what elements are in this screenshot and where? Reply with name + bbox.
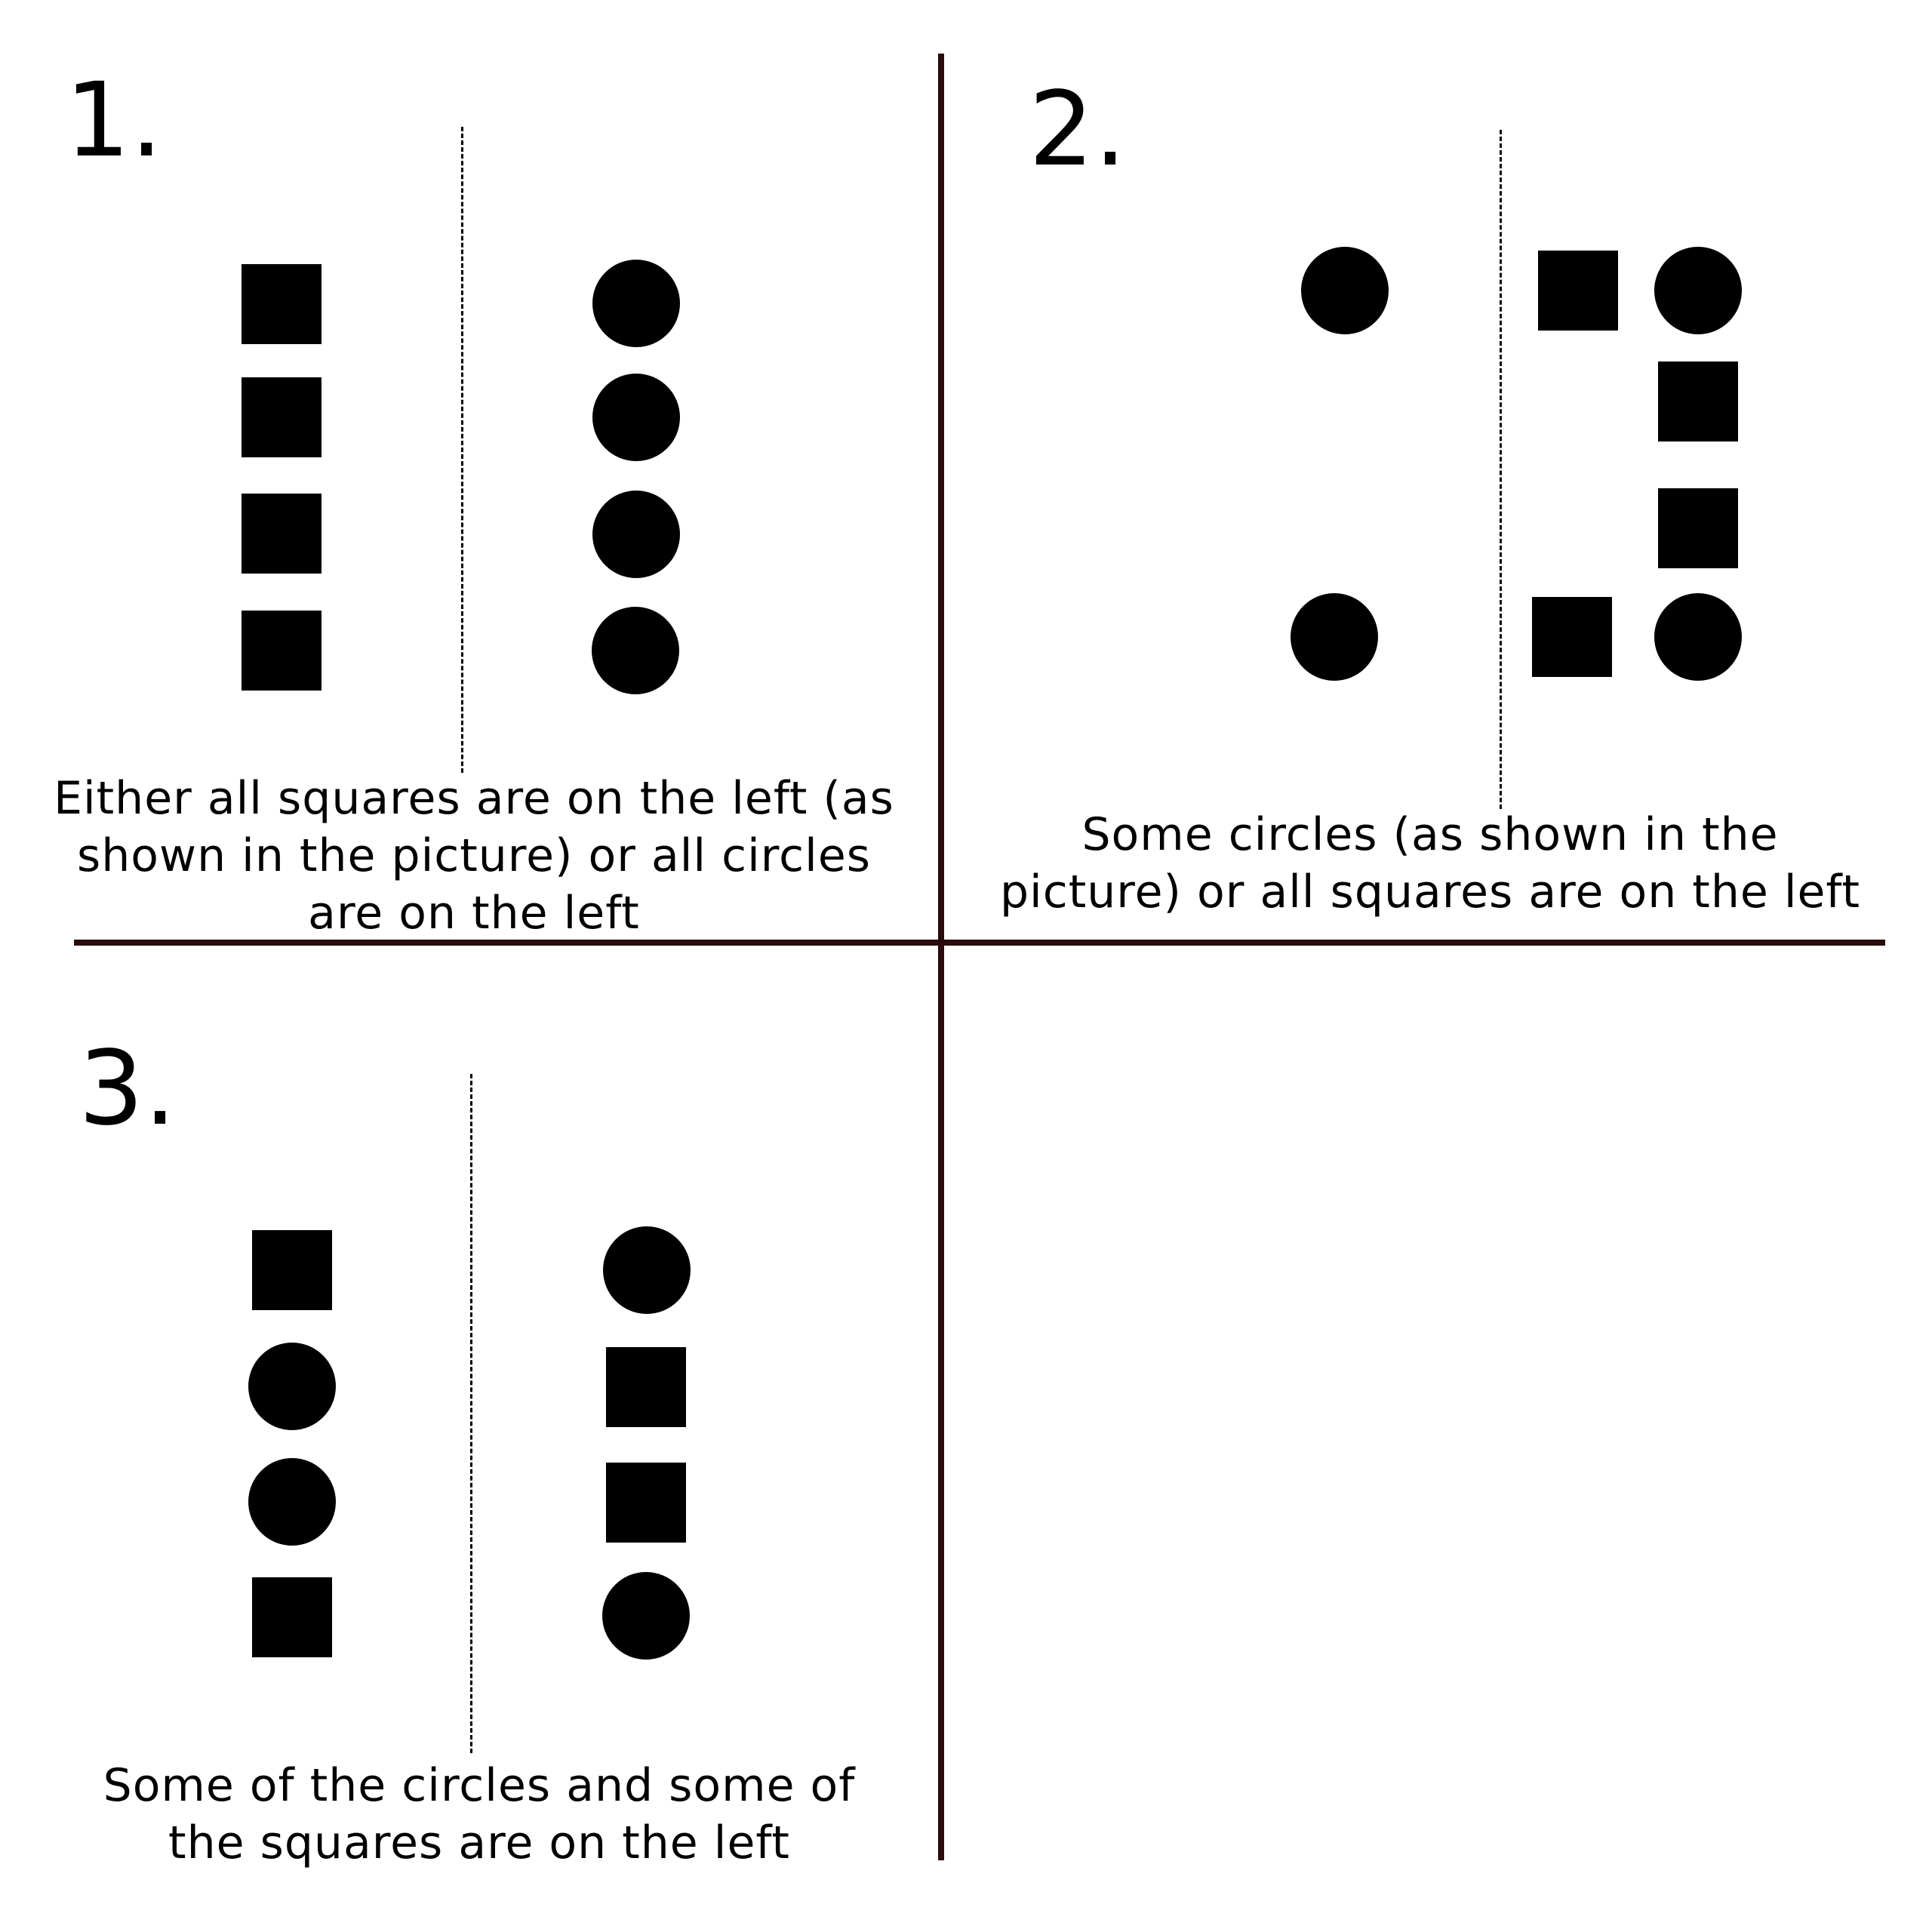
panel-1-caption-line-2: shown in the picture) or all circles [77,829,871,882]
panel-1-right-circle-4 [592,607,679,694]
panel-3-caption: Some of the circles and some of the squa… [26,1757,932,1872]
panel-2-caption-line-1: Some circles (as shown in the [1081,808,1779,861]
panel-2-right-square-3 [1658,488,1738,568]
horizontal-separator [74,940,1885,946]
panel-3-divider-line [470,1074,472,1753]
panel-3-caption-line-2: the squares are on the left [168,1817,790,1869]
panel-1-divider-line [461,127,463,773]
panel-2-caption: Some circles (as shown in the picture) o… [974,806,1887,921]
panel-2-right-square-2 [1658,361,1738,441]
panel-2-caption-line-2: picture) or all squares are on the left [999,866,1861,918]
panel-2-right-circle-2 [1654,593,1742,681]
panel-1-left-square-1 [242,264,321,344]
panel-1-caption: Either all squares are on the left (as s… [21,770,927,942]
panel-1-right-circle-2 [592,374,680,461]
panel-3-left-circle-1 [248,1343,336,1430]
panel-2-left-circle-1 [1301,247,1389,334]
panel-1-right-circle-3 [592,491,680,578]
panel-2-right-square-4 [1532,597,1612,677]
panel-2-number: 2. [1029,70,1127,189]
panel-2-left-circle-2 [1291,593,1378,681]
panel-2-divider-line [1500,130,1502,809]
panel-2-right-circle-1 [1654,247,1742,334]
panel-2-right-square-1 [1538,251,1618,331]
panel-3-right-circle-2 [602,1572,690,1660]
panel-1-left-square-4 [242,611,321,691]
panel-3-left-circle-2 [248,1458,336,1546]
panel-1-right-circle-1 [592,260,680,347]
panel-3-left-square-2 [252,1577,332,1657]
panel-1-number: 1. [65,61,163,180]
panel-3-right-circle-1 [603,1226,691,1314]
panel-1-caption-line-3: are on the left [308,887,640,940]
panel-1-left-square-3 [242,494,321,574]
panel-3-right-square-1 [606,1347,686,1427]
panel-1-left-square-2 [242,377,321,457]
vertical-separator [938,54,944,1860]
panel-3-left-square-1 [252,1230,332,1310]
panel-3-number: 3. [78,1029,177,1149]
panel-3-caption-line-1: Some of the circles and some of [103,1759,856,1812]
panel-1-caption-line-1: Either all squares are on the left (as [54,772,894,825]
panel-3-right-square-2 [606,1463,686,1543]
